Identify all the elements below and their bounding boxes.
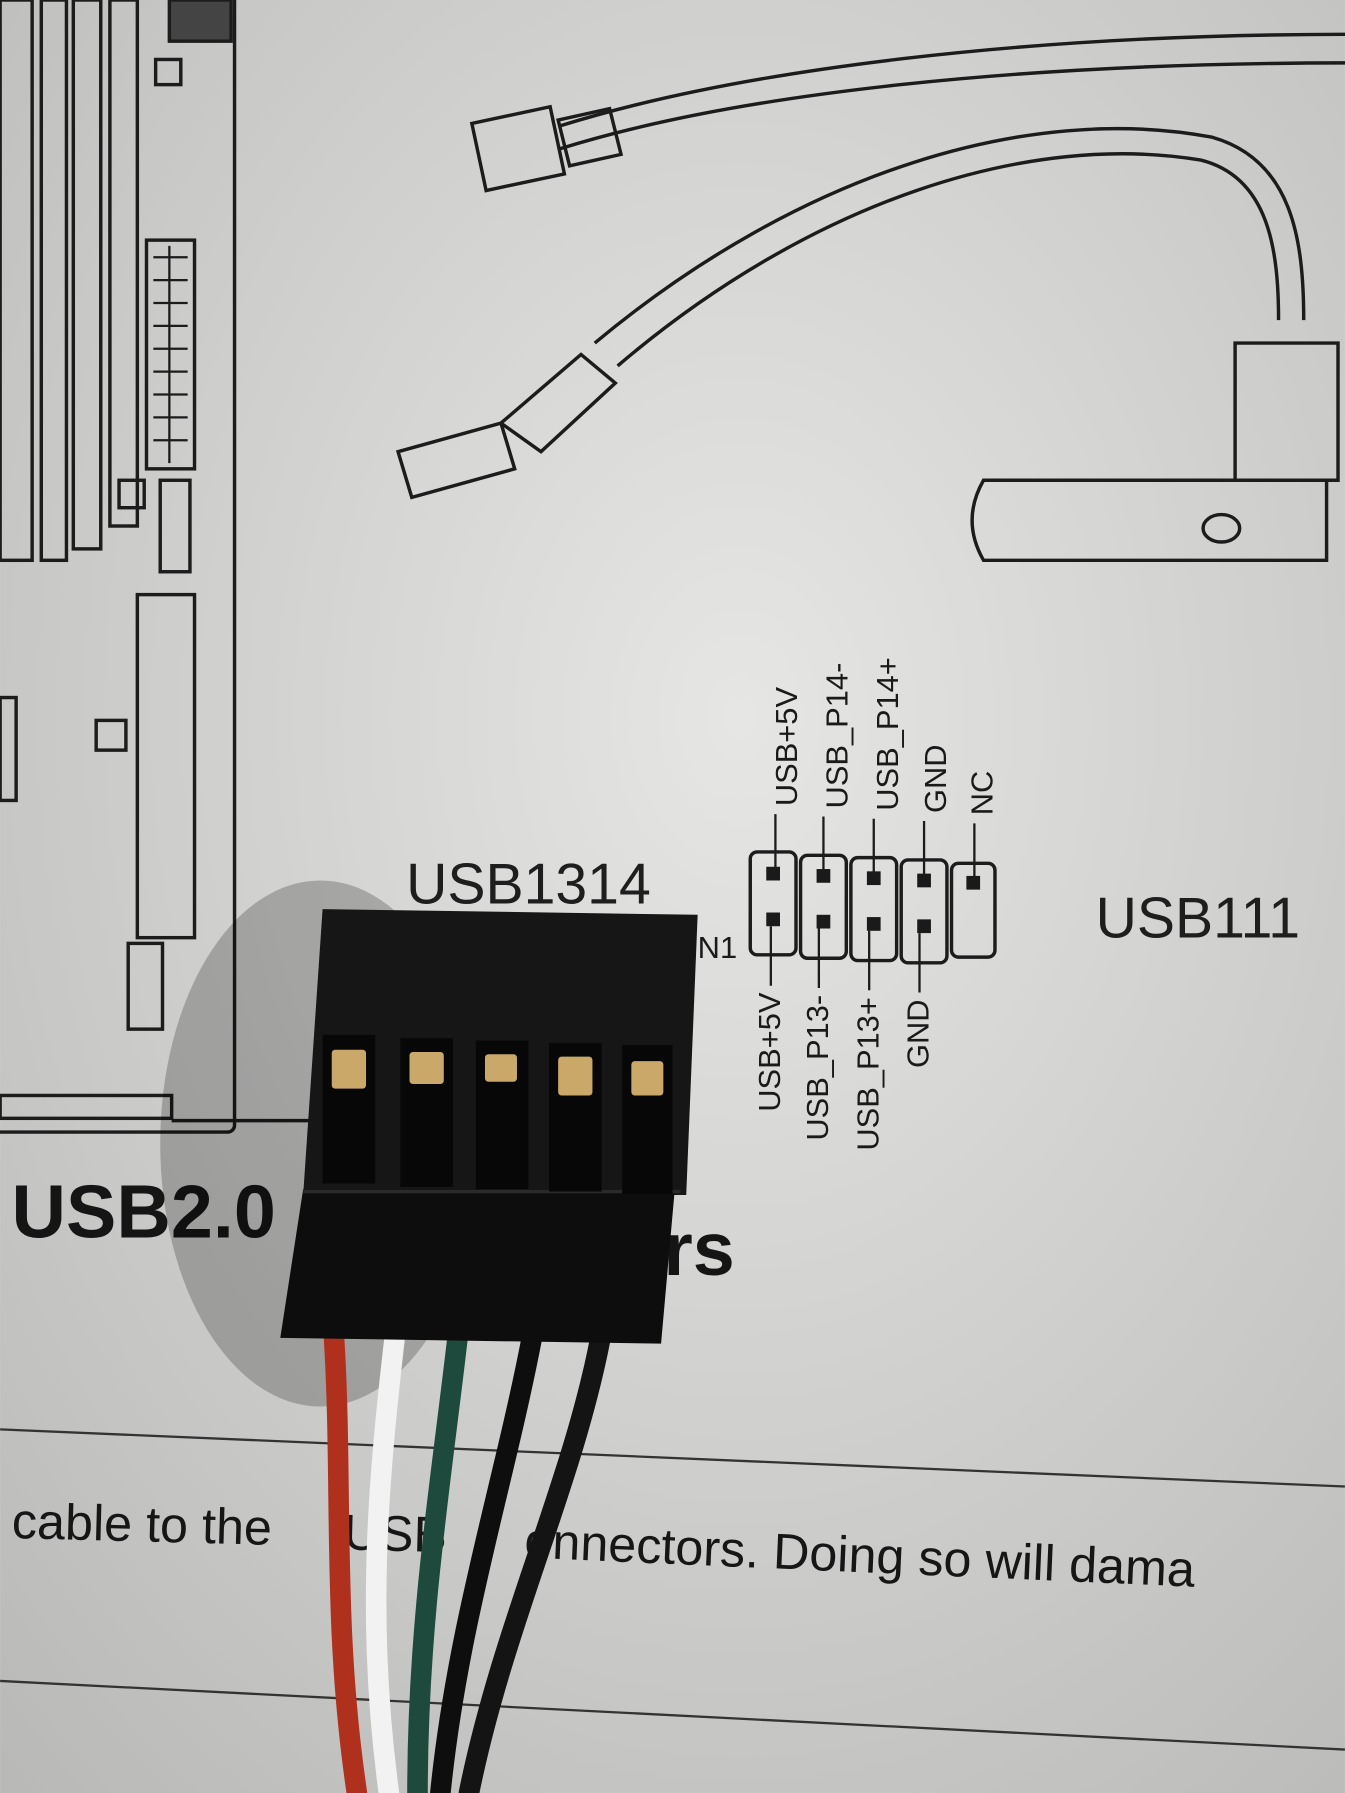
body-text-part1: cable to the	[11, 1492, 272, 1556]
atx-power-pins	[153, 245, 188, 464]
wire-white	[365, 1327, 405, 1793]
pin-leader-lines	[769, 814, 976, 993]
wire-green	[407, 1327, 468, 1793]
wire-red	[323, 1327, 368, 1793]
pin-label: USB+5V	[769, 687, 804, 807]
connector-name: USB1314	[406, 852, 651, 916]
gold-contacts	[331, 1049, 664, 1096]
rule-line	[0, 1428, 1345, 1488]
rule-line	[0, 1679, 1345, 1751]
pin-label: USB_P13+	[850, 997, 885, 1151]
pin-one-marker: N1	[698, 930, 737, 965]
pin-label: GND	[918, 744, 953, 813]
bottom-pin-labels: USB+5V USB_P13- USB_P13+ GND	[752, 992, 936, 1151]
section-heading-left: USB2.0	[12, 1169, 276, 1253]
usb-bracket-drawing	[395, 32, 1345, 563]
pin-label: USB_P14+	[870, 657, 905, 811]
wire-black	[430, 1327, 543, 1793]
neighbor-connector-name: USB111	[1096, 887, 1300, 951]
pin-label: USB+5V	[752, 992, 787, 1112]
wire-black	[458, 1327, 611, 1793]
section-heading-right: rs	[663, 1207, 734, 1291]
pin-label: GND	[901, 999, 936, 1068]
pin-label: NC	[965, 771, 1000, 816]
pin-label: USB_P14-	[819, 663, 854, 809]
pin-header-diagram	[748, 850, 997, 965]
usb-header-connector	[280, 909, 698, 1344]
top-pin-labels: USB+5V USB_P14- USB_P14+ GND NC	[769, 657, 1000, 815]
wires	[323, 1327, 611, 1793]
motherboard-drawing	[0, 0, 321, 1134]
pin-label: USB_P13-	[800, 995, 835, 1141]
